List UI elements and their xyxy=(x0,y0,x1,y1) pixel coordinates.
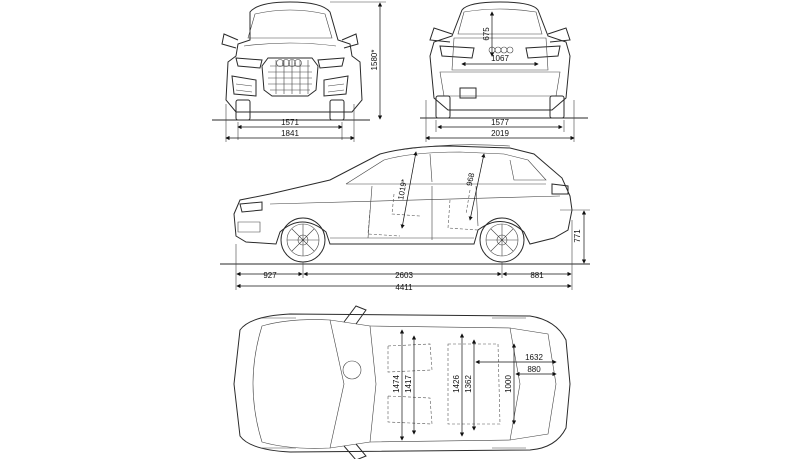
front-headroom-label: 1019* xyxy=(396,178,408,200)
front-track-label: 1571 xyxy=(281,118,299,127)
side-view xyxy=(220,144,590,265)
rear-shoulder-width-label: 1426 xyxy=(452,375,461,393)
front-elbow-width-label: 1417 xyxy=(404,375,413,393)
top-dimensions: 1474 1417 1426 1362 1000 1632 880 xyxy=(392,329,557,441)
rear-opening-height-label: 675 xyxy=(482,27,491,41)
top-view xyxy=(233,305,571,459)
rear-overhang-label: 881 xyxy=(530,271,544,280)
height-label: 1580* xyxy=(370,50,379,71)
cargo-width-label: 1000 xyxy=(504,375,513,393)
rear-headroom-label: 968 xyxy=(465,171,477,186)
rear-width-label: 2019 xyxy=(491,129,509,138)
wheelbase-label: 2603 xyxy=(395,271,413,280)
rear-view xyxy=(420,1,588,119)
front-width-label: 1841 xyxy=(281,129,299,138)
length-label: 4411 xyxy=(395,283,413,292)
cargo-length-label: 880 xyxy=(527,365,541,374)
rear-track-label: 1577 xyxy=(491,118,509,127)
ground-clearance-label: 771 xyxy=(573,229,582,243)
front-dimensions: 1571 1841 1580* xyxy=(225,1,386,142)
rear-elbow-width-label: 1362 xyxy=(464,375,473,393)
front-shoulder-width-label: 1474 xyxy=(392,375,401,393)
cargo-length-folded-label: 1632 xyxy=(525,353,543,362)
rear-opening-width-label: 1067 xyxy=(491,54,509,63)
front-overhang-label: 927 xyxy=(263,271,277,280)
rear-dimensions: 1577 2019 675 1067 xyxy=(425,11,575,142)
side-dimensions: 927 2603 881 4411 771 1019* 968 xyxy=(235,151,590,292)
front-view xyxy=(212,1,370,121)
